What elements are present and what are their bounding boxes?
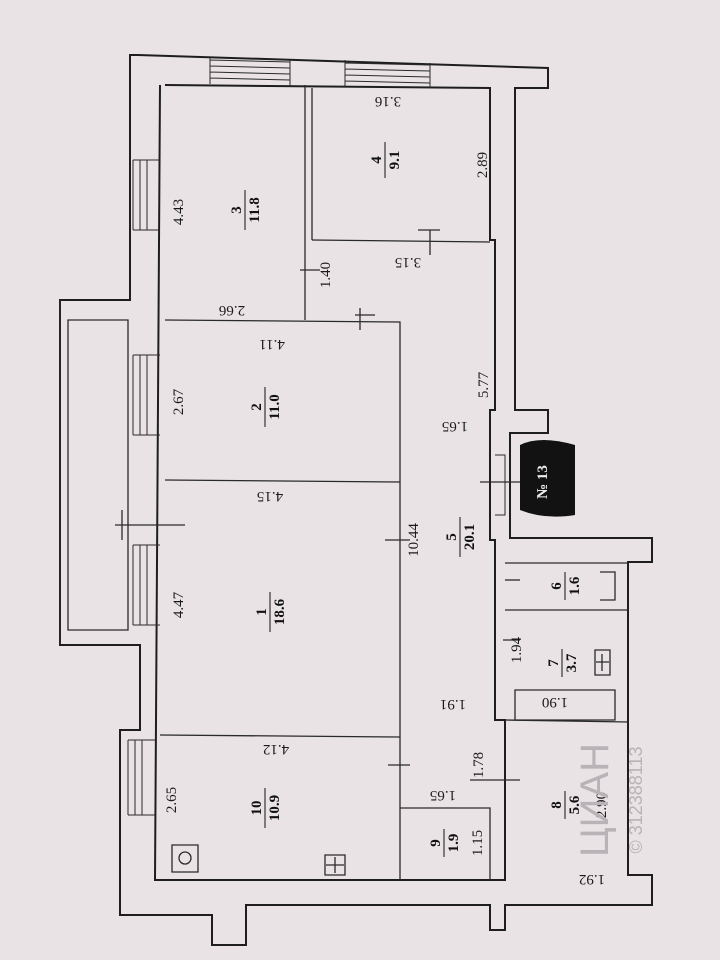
svg-text:7: 7 [546, 659, 562, 667]
room-label-6: 6 1.6 [549, 572, 583, 600]
room-label-3: 3 11.8 [229, 190, 263, 230]
room-labels: 1 18.6 2 11.0 3 11.8 4 9.1 5 20.1 6 1.6 [229, 142, 583, 857]
dim-1-65-corridor: 1.65 [442, 418, 468, 434]
dim-1-78: 1.78 [471, 752, 487, 778]
dim-1-94: 1.94 [509, 636, 525, 663]
dim-4-47: 4.47 [171, 591, 187, 618]
dim-1-40: 1.40 [318, 262, 334, 288]
svg-text:10: 10 [249, 801, 265, 816]
svg-text:9: 9 [428, 839, 444, 847]
dim-10-44: 10.44 [406, 523, 422, 557]
svg-text:3.7: 3.7 [564, 653, 580, 672]
room-label-4: 4 9.1 [369, 142, 403, 178]
partitions [159, 85, 629, 880]
dim-2-66: 2.66 [218, 302, 245, 318]
outer-walls [59, 54, 653, 946]
room-label-7: 7 3.7 [546, 649, 580, 677]
svg-text:1.9: 1.9 [446, 834, 462, 853]
entrance-number: № 13 [535, 465, 551, 499]
svg-text:1.6: 1.6 [567, 576, 583, 595]
dim-2-67: 2.67 [171, 388, 187, 415]
dimension-labels: 4.43 3.16 2.89 3.15 1.40 2.66 4.11 2.67 … [164, 93, 610, 887]
watermark-brand: ЦИАН [573, 743, 617, 857]
dim-2-89: 2.89 [475, 152, 491, 178]
dim-5-77: 5.77 [476, 371, 492, 398]
svg-text:6: 6 [549, 582, 565, 590]
dim-3-16: 3.16 [374, 93, 401, 109]
watermark-id: © 312388113 [626, 746, 646, 853]
dim-4-11: 4.11 [259, 336, 285, 352]
dim-1-91: 1.91 [440, 696, 466, 712]
dim-4-43: 4.43 [171, 199, 187, 225]
dim-1-92: 1.92 [579, 871, 605, 887]
room-label-9: 9 1.9 [428, 829, 462, 857]
room-label-8: 8 5.6 [549, 791, 583, 819]
dim-2-90: 2.90 [594, 792, 610, 818]
room-label-5: 5 20.1 [444, 517, 478, 557]
svg-text:3: 3 [229, 206, 245, 214]
dim-2-65: 2.65 [164, 787, 180, 813]
dim-4-12: 4.12 [263, 741, 289, 757]
dim-1-90: 1.90 [542, 694, 568, 710]
windows [127, 58, 506, 816]
svg-text:11.8: 11.8 [247, 197, 263, 222]
svg-text:4: 4 [369, 156, 385, 164]
watermark: ЦИАН © 312388113 [573, 743, 646, 857]
room-label-1: 1 18.6 [254, 592, 288, 632]
svg-text:5.6: 5.6 [567, 795, 583, 814]
room-label-10: 10 10.9 [249, 788, 283, 828]
svg-text:2: 2 [249, 403, 265, 411]
dim-4-15: 4.15 [257, 488, 283, 504]
svg-text:9.1: 9.1 [387, 151, 403, 170]
svg-text:20.1: 20.1 [462, 524, 478, 550]
dim-1-15: 1.15 [470, 830, 486, 856]
room-label-2: 2 11.0 [249, 387, 283, 427]
dim-1-65-wc: 1.65 [430, 787, 456, 803]
dim-3-15: 3.15 [395, 254, 421, 270]
svg-text:10.9: 10.9 [267, 795, 283, 821]
svg-text:18.6: 18.6 [272, 598, 288, 625]
svg-text:8: 8 [549, 801, 565, 809]
svg-text:11.0: 11.0 [267, 394, 283, 419]
redaction-mark [520, 440, 575, 517]
svg-text:5: 5 [444, 533, 460, 541]
door-ticks [115, 229, 520, 781]
svg-text:1: 1 [254, 608, 270, 616]
